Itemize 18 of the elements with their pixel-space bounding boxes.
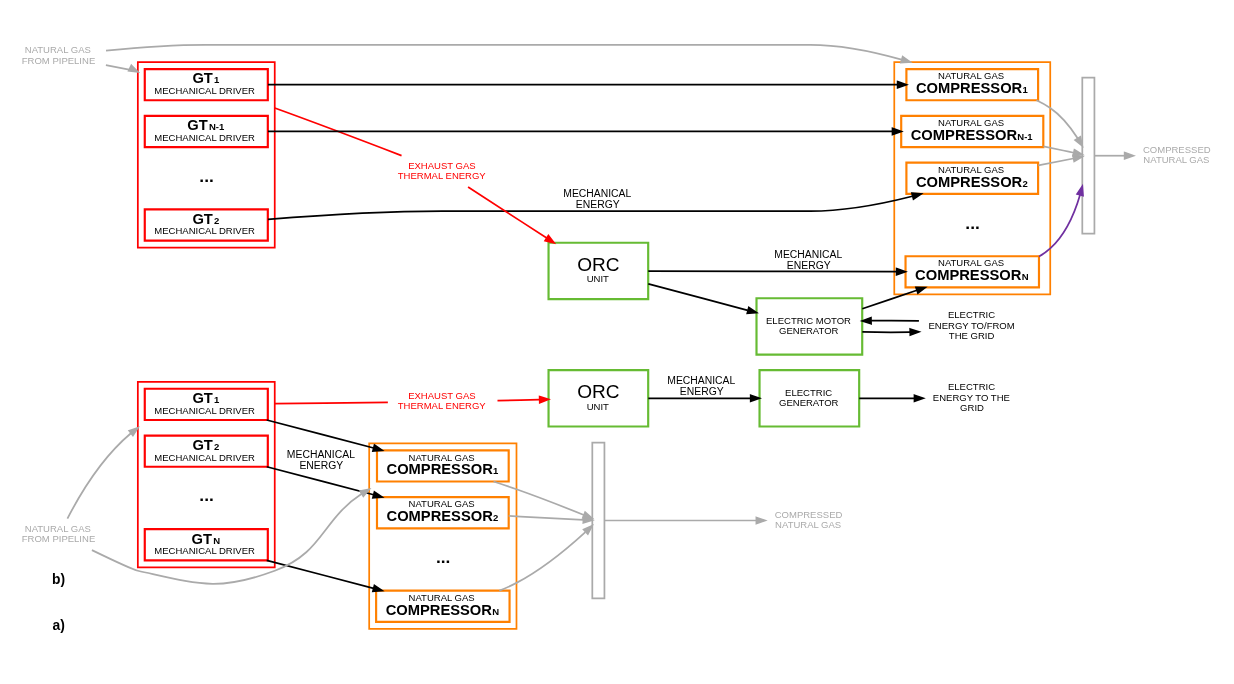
label: ...	[199, 165, 214, 186]
label: b)	[52, 570, 66, 587]
edge-label: MECHANICAL ENERGY	[667, 375, 736, 398]
node-text: ELECTRIC ENERGY TO THE GRID	[932, 381, 1010, 414]
node-text: EXHAUST GAS THERMAL ENERGY	[397, 159, 486, 181]
node-text: ELECTRIC ENERGY TO/FROM THE GRID	[928, 309, 1015, 342]
label: ...	[435, 546, 451, 567]
edge-label: MECHANICAL ENERGY	[563, 187, 632, 211]
node-text: NATURAL GAS FROM PIPELINE	[21, 44, 96, 66]
label: ...	[965, 212, 980, 233]
edge-label: MECHANICAL ENERGY	[774, 248, 843, 271]
node-text: NATURAL GAS FROM PIPELINE	[21, 522, 96, 544]
label: a)	[52, 617, 65, 634]
node-text: COMPRESSED NATURAL GAS	[1142, 143, 1211, 166]
node-text: COMPRESSED NATURAL GAS	[774, 508, 843, 531]
node-text: EXHAUST GAS THERMAL ENERGY	[397, 390, 486, 412]
edge-label: MECHANICAL ENERGY	[286, 448, 355, 472]
label: ...	[199, 485, 214, 506]
